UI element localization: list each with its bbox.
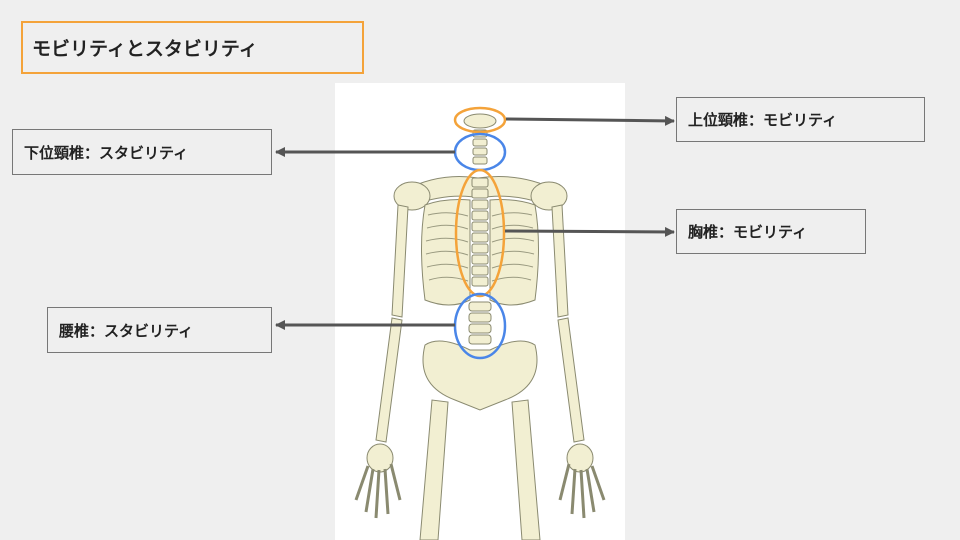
- lumbar-label: 腰椎：スタビリティ: [47, 307, 272, 353]
- thoracic-mobility-highlight: [454, 168, 506, 298]
- upper-cervical-arrow: [505, 115, 675, 126]
- lower-cervical-label: 下位頸椎：スタビリティ: [12, 129, 272, 175]
- left-shoulder: [393, 181, 431, 211]
- right-humerus: [551, 204, 569, 318]
- left-forearm: [375, 317, 403, 443]
- right-rib-cage: [489, 199, 539, 306]
- right-forearm: [557, 317, 585, 443]
- left-hand: [354, 443, 402, 519]
- thoracic-label: 胸椎：モビリティ: [676, 209, 866, 254]
- upper-cervical-mobility-highlight: [453, 106, 507, 134]
- lumbar-label-text: 腰椎：スタビリティ: [59, 321, 194, 340]
- upper-cervical-label: 上位頸椎：モビリティ: [676, 97, 925, 142]
- lower-cervical-label-text: 下位頸椎：スタビリティ: [24, 143, 189, 162]
- slide-title: モビリティとスタビリティ: [21, 21, 364, 74]
- pelvis: [422, 340, 538, 411]
- left-femur: [419, 399, 449, 540]
- right-shoulder: [530, 181, 568, 211]
- left-humerus: [391, 204, 409, 318]
- atlas-vertebra: [463, 113, 497, 129]
- right-femur: [511, 399, 541, 540]
- thoracic-arrow: [504, 226, 675, 237]
- spine: [468, 129, 492, 345]
- slide-title-text: モビリティとスタビリティ: [32, 38, 258, 60]
- skeleton-illustration: [354, 113, 606, 540]
- right-hand: [558, 443, 606, 519]
- upper-cervical-label-text: 上位頸椎：モビリティ: [688, 111, 838, 129]
- left-rib-cage: [421, 199, 471, 306]
- thoracic-label-text: 胸椎：モビリティ: [688, 223, 808, 241]
